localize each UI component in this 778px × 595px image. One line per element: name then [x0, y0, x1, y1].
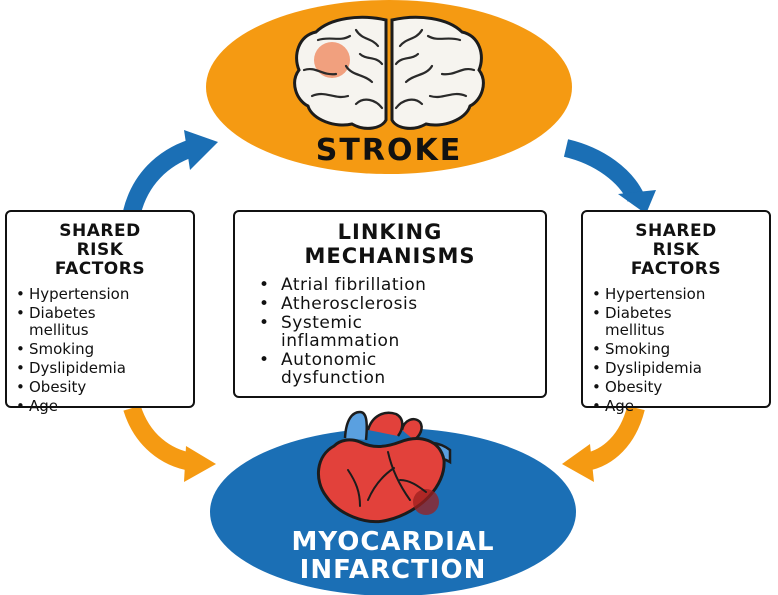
brain-icon	[293, 15, 485, 130]
stroke-circle	[206, 0, 572, 174]
list-item: Autonomic dysfunction	[259, 351, 431, 387]
arrow-blue-left	[123, 130, 218, 215]
linking-mechanisms-box: LINKING MECHANISMS Atrial fibrillation A…	[233, 210, 547, 398]
right-box-title-line: RISK	[652, 240, 700, 260]
list-item: Dyslipidemia	[592, 360, 769, 378]
list-item: Dyslipidemia	[16, 360, 193, 378]
arrow-orange-right	[562, 405, 645, 482]
list-item: Hypertension	[592, 286, 769, 304]
center-box-list: Atrial fibrillation Atherosclerosis Syst…	[235, 276, 545, 387]
left-box-title-line: FACTORS	[54, 259, 146, 279]
stroke-label: STROKE	[316, 133, 462, 168]
left-risk-factors-box: SHARED RISK FACTORS Hypertension Diabete…	[5, 210, 195, 415]
mi-label-line2: INFARCTION	[300, 555, 487, 585]
list-item: Systemic inflammation	[259, 314, 431, 350]
list-item: Obesity	[16, 379, 193, 397]
right-box-list: Hypertension Diabetes mellitus Smoking D…	[583, 286, 769, 416]
right-box-title: SHARED RISK FACTORS	[583, 222, 769, 279]
list-item: Atherosclerosis	[259, 295, 545, 313]
list-item: Hypertension	[16, 286, 193, 304]
center-box-title-line: MECHANISMS	[304, 244, 476, 268]
list-item: Obesity	[592, 379, 769, 397]
left-box-title: SHARED RISK FACTORS	[7, 222, 193, 279]
arrow-blue-right	[563, 139, 656, 214]
right-box-title-line: SHARED	[635, 221, 717, 241]
left-box-list: Hypertension Diabetes mellitus Smoking D…	[7, 286, 193, 416]
center-box-title-line: LINKING	[337, 220, 443, 244]
arrow-orange-left	[123, 404, 216, 482]
list-item: Age	[16, 398, 193, 416]
list-item: Age	[592, 398, 769, 416]
left-box-title-line: SHARED	[59, 221, 141, 241]
center-box-title: LINKING MECHANISMS	[235, 220, 545, 268]
list-item: Diabetes mellitus	[592, 305, 715, 339]
right-risk-factors-box: SHARED RISK FACTORS Hypertension Diabete…	[581, 210, 771, 415]
list-item: Diabetes mellitus	[16, 305, 139, 339]
mi-label-line1: MYOCARDIAL	[291, 527, 494, 557]
left-box-title-line: RISK	[76, 240, 124, 260]
list-item: Atrial fibrillation	[259, 276, 545, 294]
right-box-title-line: FACTORS	[630, 259, 722, 279]
list-item: Smoking	[16, 341, 193, 359]
heart-icon	[316, 410, 452, 523]
list-item: Smoking	[592, 341, 769, 359]
